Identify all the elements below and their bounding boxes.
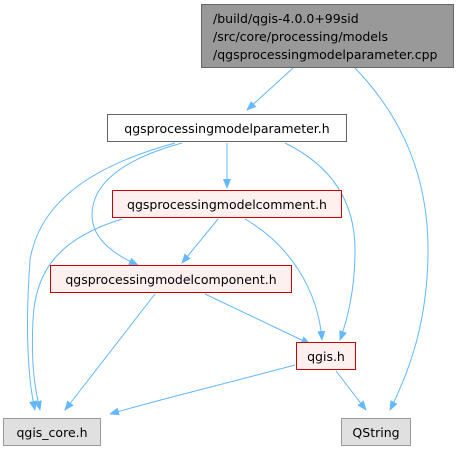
node-qstring-label: QString — [352, 424, 400, 440]
edge-comment-to-component — [181, 218, 219, 264]
node-root-line-1: /build/qgis-4.0.0+99sid — [213, 11, 359, 26]
node-qgsprocessingmodelcomponent-h[interactable]: qgsprocessingmodelcomponent.h — [50, 265, 292, 293]
edge-param-to-qgiscore — [27, 142, 176, 411]
edge-root-to-qstring — [354, 67, 429, 411]
node-root-line-3: /qgsprocessingmodelparameter.cpp — [213, 47, 438, 62]
node-param-label: qgsprocessingmodelparameter.h — [124, 120, 330, 136]
node-root-source-file[interactable]: /build/qgis-4.0.0+99sid /src/core/proces… — [201, 4, 454, 68]
edge-qgis-to-qstring — [335, 370, 367, 411]
node-comment-label: qgsprocessingmodelcomment.h — [127, 196, 327, 212]
node-qgis-core-h[interactable]: qgis_core.h — [3, 418, 101, 446]
node-qgsprocessingmodelparameter-h[interactable]: qgsprocessingmodelparameter.h — [107, 114, 347, 142]
edge-comment-to-qgiscore — [31, 218, 123, 411]
edge-component-to-qgiscore — [64, 293, 156, 411]
edge-param-to-component — [91, 142, 183, 266]
node-root-label: /build/qgis-4.0.0+99sid /src/core/proces… — [213, 10, 437, 64]
node-qgis-core-label: qgis_core.h — [16, 424, 88, 440]
edge-param-to-qgis — [284, 142, 356, 341]
node-qgis-label: qgis.h — [307, 348, 345, 364]
edge-qgis-to-qgiscore — [109, 364, 296, 416]
node-qgis-h[interactable]: qgis.h — [296, 342, 356, 370]
node-qstring[interactable]: QString — [341, 418, 411, 446]
node-component-label: qgsprocessingmodelcomponent.h — [65, 271, 277, 287]
node-root-line-2: /src/core/processing/models — [213, 29, 388, 44]
edge-root-to-param — [246, 67, 294, 111]
edge-comment-to-qgis — [244, 218, 326, 341]
edge-component-to-qgis — [204, 293, 311, 345]
node-qgsprocessingmodelcomment-h[interactable]: qgsprocessingmodelcomment.h — [112, 190, 342, 218]
